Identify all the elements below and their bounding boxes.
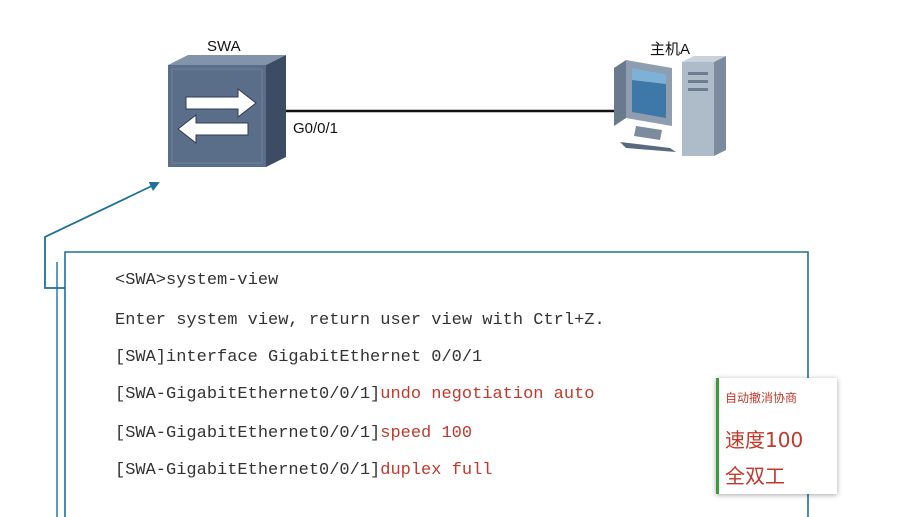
terminal-line-text: [SWA]interface GigabitEthernet 0/0/1 bbox=[115, 348, 483, 367]
terminal-line: [SWA-GigabitEthernet0/0/1]duplex full bbox=[115, 461, 492, 480]
note-speed: 速度100 bbox=[725, 428, 804, 452]
terminal-line: [SWA]interface GigabitEthernet 0/0/1 bbox=[115, 348, 482, 367]
switch-label: SWA bbox=[207, 38, 241, 55]
terminal-line: [SWA-GigabitEthernet0/0/1]speed 100 bbox=[115, 424, 472, 443]
host-label: 主机A bbox=[650, 41, 691, 58]
port-label: G0/0/1 bbox=[293, 120, 339, 137]
callout-arrow bbox=[44, 181, 160, 289]
terminal-line: Enter system view, return user view with… bbox=[115, 311, 605, 330]
terminal-line: [SWA-GigabitEthernet0/0/1]undo negotiati… bbox=[115, 385, 595, 404]
terminal-line-text: <SWA>system-view bbox=[115, 271, 279, 290]
terminal-command: speed 100 bbox=[380, 424, 473, 443]
note-duplex: 全双工 bbox=[725, 464, 785, 488]
terminal-prompt: [SWA-GigabitEthernet0/0/1] bbox=[115, 385, 381, 404]
terminal-prompt: [SWA-GigabitEthernet0/0/1] bbox=[115, 461, 381, 480]
terminal-command: duplex full bbox=[380, 461, 493, 480]
annotation-note: 自动撤消协商 速度100 全双工 bbox=[716, 378, 837, 494]
terminal-command: undo negotiation auto bbox=[380, 385, 595, 404]
terminal-line-text: Enter system view, return user view with… bbox=[115, 311, 605, 330]
switch-icon bbox=[168, 55, 286, 167]
note-negotiation: 自动撤消协商 bbox=[725, 391, 798, 405]
desktop-computer-icon bbox=[614, 56, 726, 156]
terminal-prompt: [SWA-GigabitEthernet0/0/1] bbox=[115, 424, 381, 443]
terminal-line: <SWA>system-view bbox=[115, 271, 278, 290]
